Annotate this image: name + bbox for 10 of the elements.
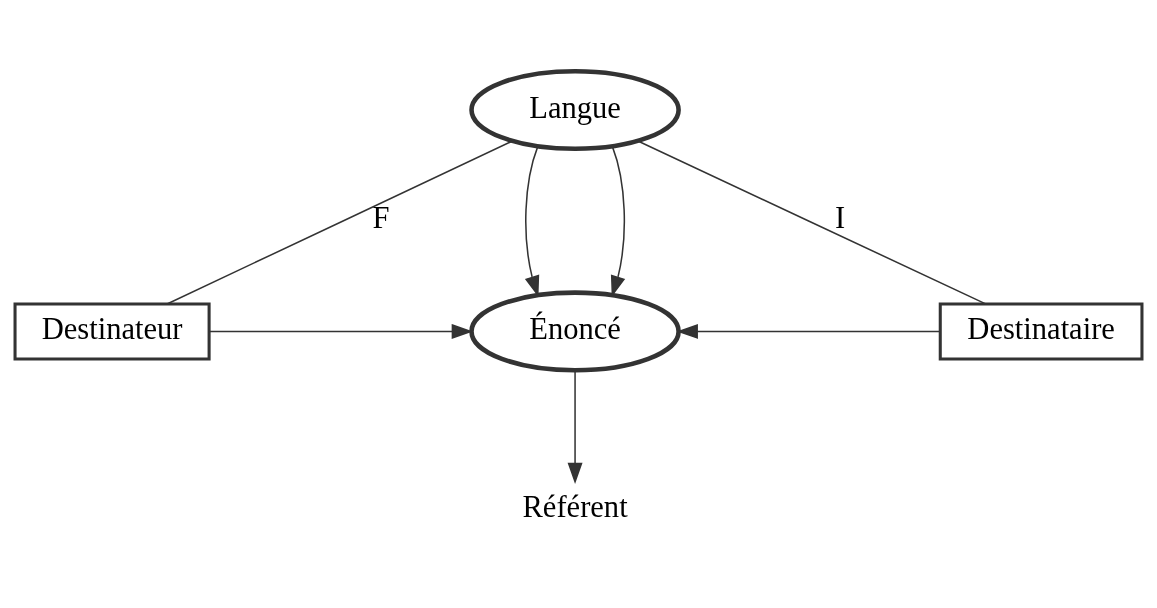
- arrow: [567, 369, 583, 485]
- node-ellipse: Langue: [469, 68, 681, 152]
- node-text: Référent: [522, 490, 628, 525]
- node-box: Destinataire: [938, 302, 1144, 361]
- node-ellipse: Énoncé: [469, 290, 681, 373]
- node-box: Destinateur: [13, 302, 211, 361]
- connector: [166, 140, 513, 305]
- edge-label: I: [835, 201, 846, 236]
- edge-label: F: [372, 201, 390, 236]
- connector: [637, 140, 986, 305]
